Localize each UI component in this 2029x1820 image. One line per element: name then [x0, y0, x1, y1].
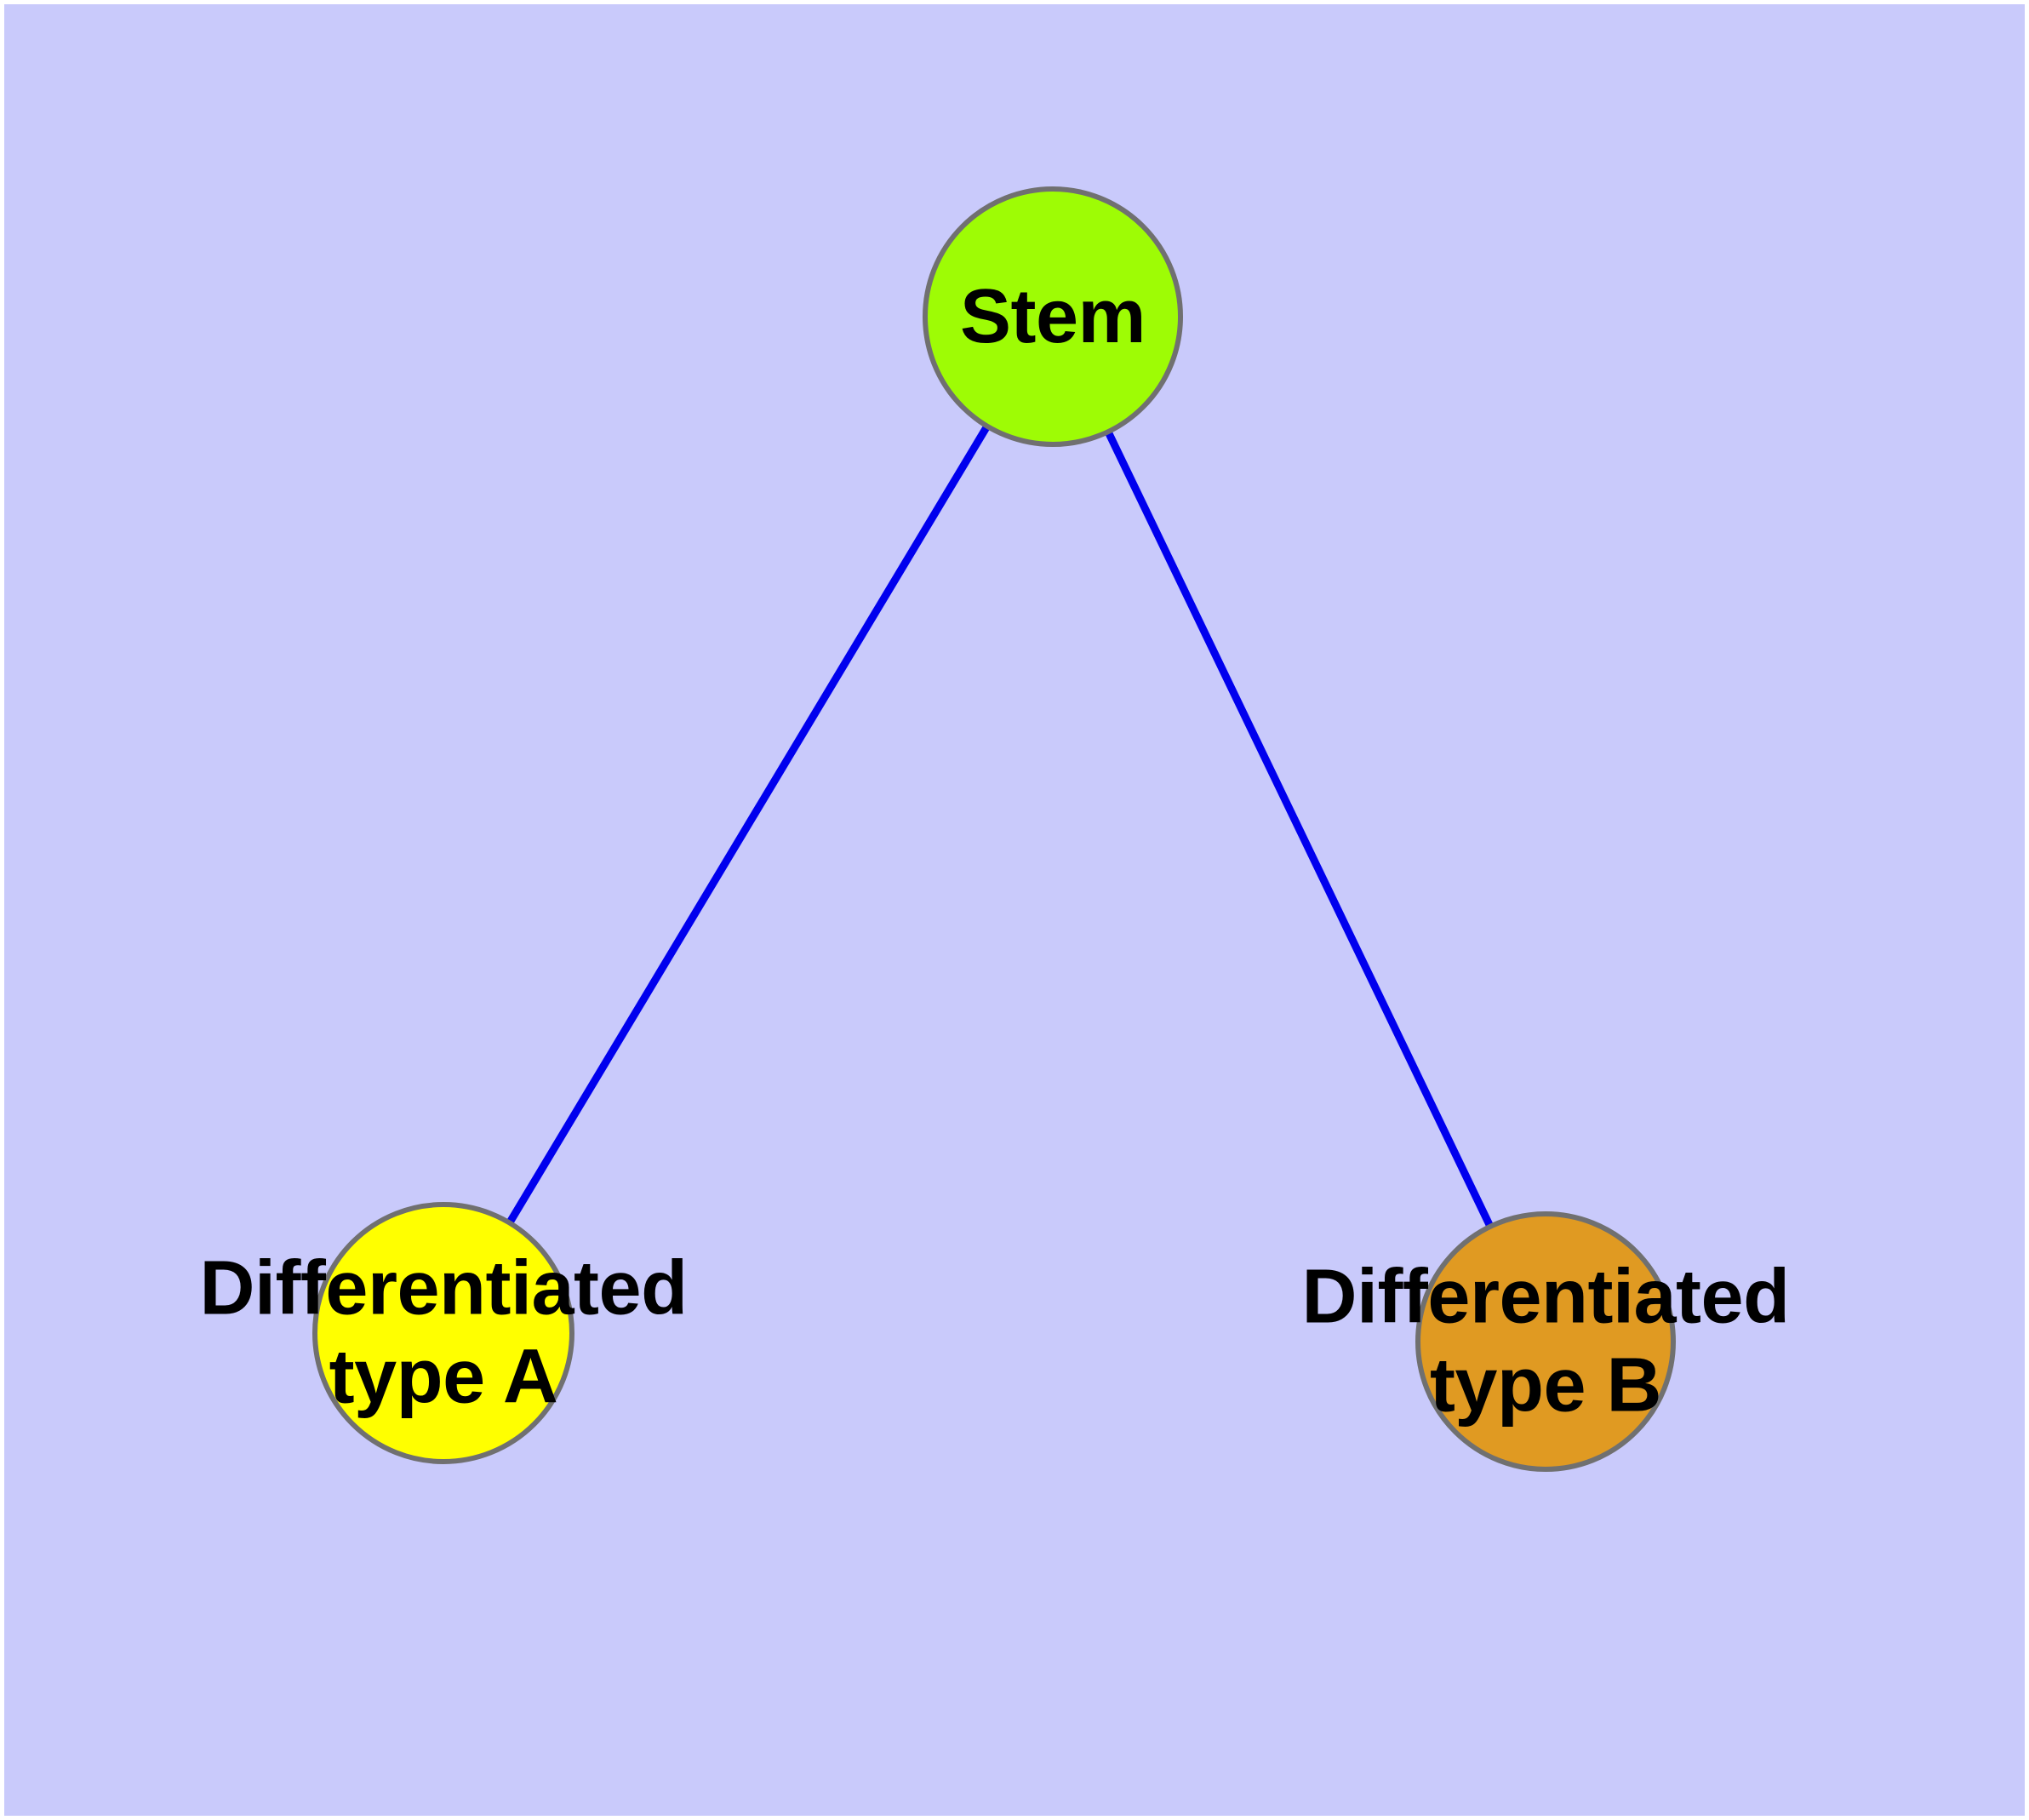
- edge-stem-to-diff-b[interactable]: [1049, 315, 1550, 1343]
- diagram-plot-area: Stem Differentiated type A Differentiate…: [4, 4, 2025, 1816]
- node-stem[interactable]: [923, 186, 1183, 447]
- node-layer: [312, 186, 1676, 1472]
- node-differentiated-type-b[interactable]: [1415, 1211, 1676, 1472]
- graph-svg: [312, 186, 1676, 1472]
- node-differentiated-type-a[interactable]: [312, 1202, 574, 1464]
- edge-stem-to-diff-a[interactable]: [440, 314, 1056, 1336]
- edge-layer: [440, 314, 1550, 1343]
